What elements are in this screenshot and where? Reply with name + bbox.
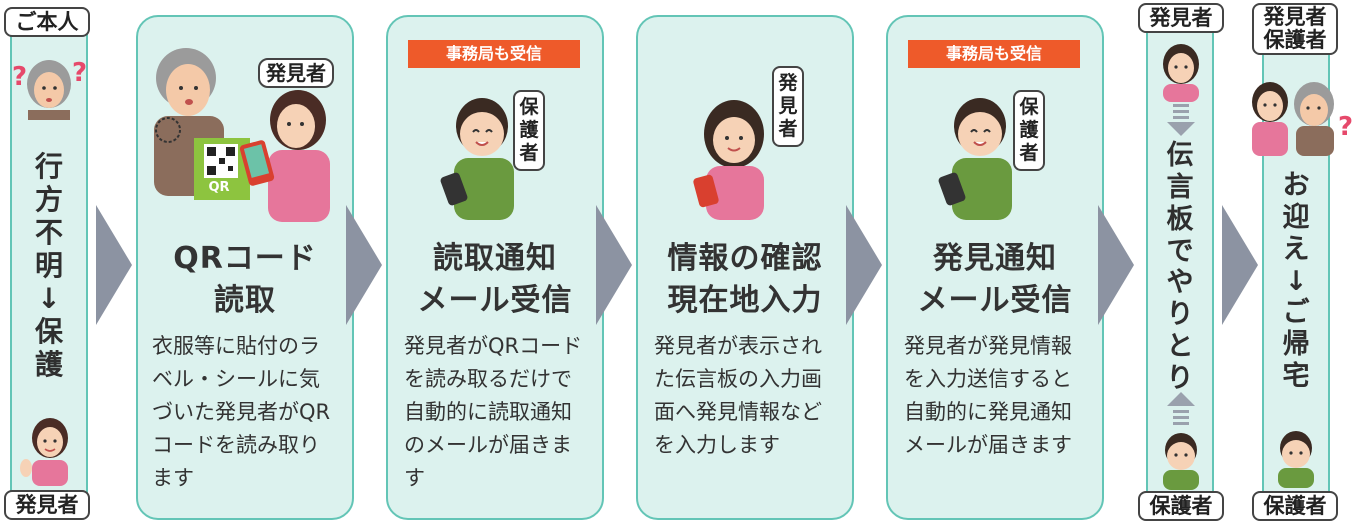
vertical-char: 行: [34, 150, 63, 183]
vertical-char: ↓: [1284, 265, 1308, 297]
arrow-right-icon: [1098, 205, 1134, 325]
bottom-label-finder: 発見者: [4, 490, 90, 520]
guardian-man-icon: [1278, 431, 1314, 488]
vertical-char: や: [1166, 267, 1194, 299]
message-board-vertical-text: 伝言板でやりとり: [1146, 140, 1214, 395]
qr-label-text: QR: [208, 180, 230, 195]
step-title: 読取通知 メール受信: [386, 238, 604, 322]
step-description: 発見者がQRコードを読み取るだけで自動的に読取通知のメールが届きます: [404, 334, 583, 490]
office-also-receives-banner: 事務局も受信: [908, 40, 1080, 68]
guardian-label: 保護者: [1138, 491, 1224, 521]
finder-badge: 発 見 者: [772, 66, 804, 147]
guardian-badge: 保 護 者: [1013, 90, 1045, 171]
badge-char: 護: [519, 119, 539, 141]
step-title: 情報の確認 現在地入力: [636, 238, 854, 322]
vertical-char: 宅: [1282, 361, 1310, 393]
qr-scan-illustration: [154, 48, 330, 222]
office-also-receives-banner: 事務局も受信: [408, 40, 580, 68]
vertical-char: 方: [34, 183, 63, 217]
guardian-badge: 保 護 者: [513, 90, 545, 171]
step-title-line: QRコード: [173, 241, 317, 276]
step-title-line: 情報の確認: [667, 241, 823, 276]
step-title: 発見通知 メール受信: [886, 238, 1104, 322]
step-title-line: メール受信: [417, 283, 573, 318]
vertical-char: り: [1166, 299, 1194, 331]
step-panel-info-input: [636, 15, 854, 520]
step-description: 衣服等に貼付のラベル・シールに気づいた発見者がQRコードを読み取ります: [152, 334, 331, 490]
arrow-right-icon: [1222, 205, 1258, 325]
question-mark-icon: ?: [12, 62, 28, 92]
top-label-person: ご本人: [4, 7, 90, 37]
vertical-char: お: [1282, 170, 1310, 201]
vertical-char: で: [1166, 235, 1194, 267]
guardian-label: 保護者: [1252, 491, 1338, 521]
finder-woman-phone-icon: [693, 100, 764, 220]
badge-char: 保: [1019, 96, 1039, 118]
vertical-char: 伝: [1166, 140, 1194, 171]
question-mark-icon: ?: [1338, 112, 1354, 142]
step-description: 発見者が発見情報を入力送信すると自動的に発見通知メールが届きます: [904, 334, 1072, 457]
step-title-line: メール受信: [917, 283, 1073, 318]
elderly-person-icon: [27, 60, 71, 120]
badge-char: 発: [778, 72, 798, 94]
step-title-line: 読取通知: [433, 241, 557, 276]
question-mark-icon: ?: [72, 58, 88, 88]
vertical-char: 迎: [1282, 201, 1310, 233]
step-description: 発見者が表示された伝言板の入力画面へ発見情報などを入力します: [654, 334, 822, 457]
vertical-char: 言: [1166, 171, 1194, 203]
vertical-char: 明: [34, 249, 63, 283]
arrow-right-icon: [96, 205, 132, 325]
badge-char: 者: [778, 118, 798, 140]
badge-char: 護: [1019, 119, 1039, 141]
left-vertical-text: 行方不明↓保護: [10, 150, 88, 381]
finder-woman-icon: [20, 418, 68, 486]
label-line: 発見者: [1263, 5, 1327, 29]
guardian-man-phone-icon: [440, 98, 514, 220]
step-title: QRコード 読取: [136, 238, 354, 322]
step-panel-read-notify: [386, 15, 604, 520]
step-title-line: 発見通知: [933, 241, 1057, 276]
vertical-char: え: [1282, 233, 1310, 265]
vertical-char: り: [1166, 363, 1194, 395]
arrow-right-icon: [346, 205, 382, 325]
vertical-char: 帰: [1282, 329, 1310, 361]
badge-char: 者: [519, 142, 539, 164]
guardian-with-elderly-icon: [1252, 82, 1334, 156]
badge-char: 者: [1019, 142, 1039, 164]
pickup-vertical-text: お迎え↓ご帰宅: [1262, 170, 1330, 393]
finder-label: 発見者: [1138, 3, 1224, 33]
arrow-right-icon: [596, 205, 632, 325]
arrow-right-icon: [846, 205, 882, 325]
arrow-up-icon: [1167, 392, 1195, 425]
step-title-line: 読取: [214, 283, 276, 318]
vertical-char: 保: [34, 315, 63, 349]
step-panel-found-notify: [886, 15, 1104, 520]
vertical-char: ご: [1282, 297, 1310, 329]
vertical-char: 板: [1166, 203, 1194, 235]
vertical-char: ↓: [37, 282, 61, 316]
badge-char: 見: [778, 95, 798, 117]
guardian-man-phone-icon: [938, 98, 1012, 220]
label-line: 保護者: [1263, 28, 1327, 52]
finder-badge: 発見者: [258, 58, 334, 88]
vertical-char: 不: [34, 216, 63, 250]
badge-char: 保: [519, 96, 539, 118]
finder-woman-icon: [1163, 44, 1199, 102]
guardian-man-icon: [1163, 433, 1199, 490]
arrow-down-icon: [1167, 104, 1195, 136]
step-title-line: 現在地入力: [667, 283, 823, 318]
vertical-char: 護: [34, 348, 63, 382]
finder-guardian-label: 発見者 保護者: [1252, 3, 1338, 55]
vertical-char: と: [1166, 331, 1194, 363]
